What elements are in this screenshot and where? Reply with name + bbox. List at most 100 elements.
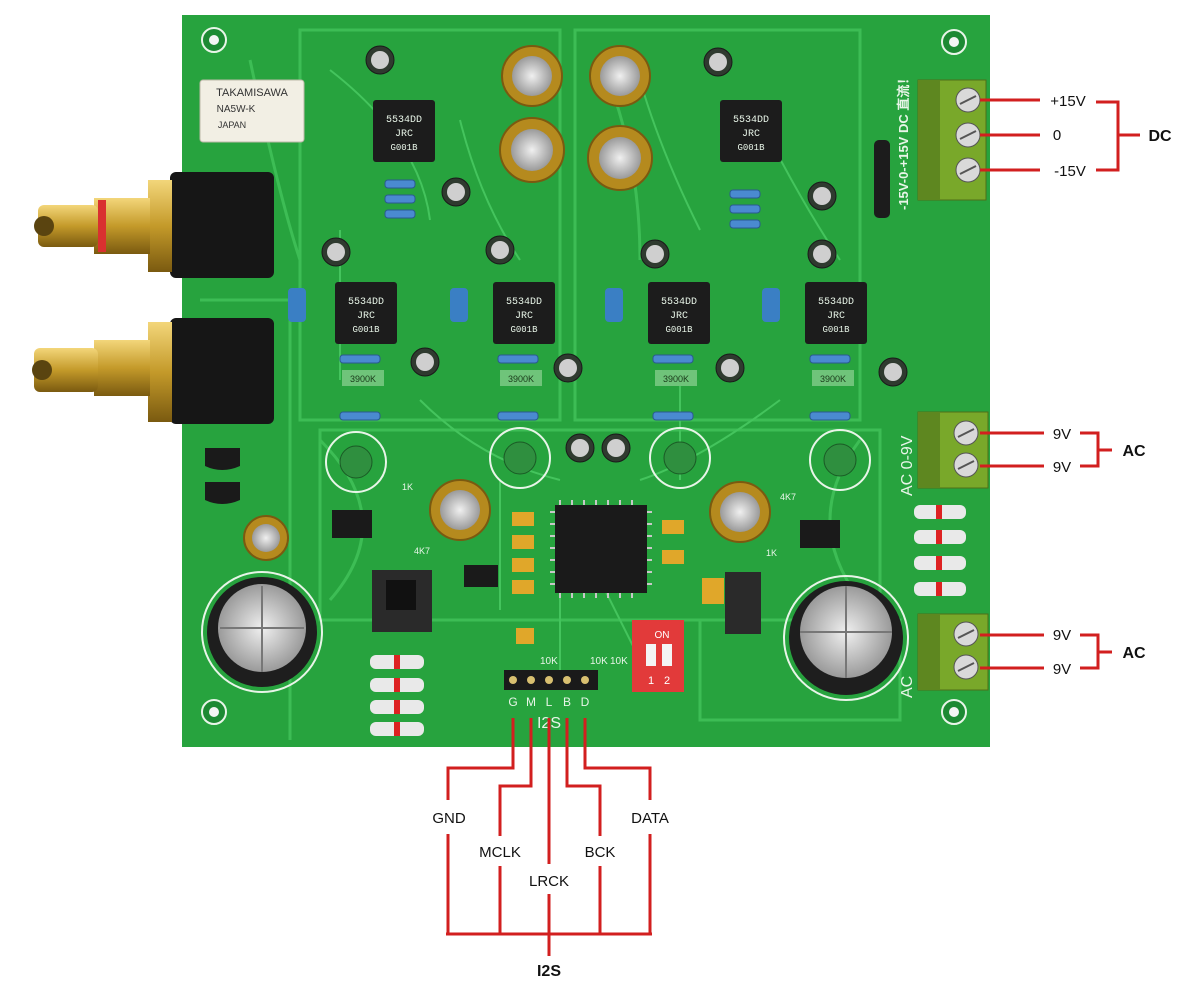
screw-terminal-icon bbox=[917, 613, 989, 691]
label-i2s-group: I2S bbox=[537, 963, 561, 980]
silk-ac2-label: AC bbox=[899, 676, 916, 698]
film-capacitors bbox=[288, 288, 780, 322]
opamp-u1-brand: JRC bbox=[395, 129, 413, 140]
opamp-u2: 5534DD JRC G001B bbox=[720, 100, 782, 162]
opamp-u6: 5534DD JRC G001B bbox=[805, 282, 867, 344]
decoupling-capacitors bbox=[325, 427, 871, 493]
callout-labels: +15V 0 -15V DC 9V 9V AC 9V 9V AC GND MCL… bbox=[432, 93, 1172, 980]
label-i2s-mclk: MCLK bbox=[479, 844, 521, 861]
opamp-u6-marking: 5534DD bbox=[818, 297, 854, 308]
resistor-block-2: 3900K bbox=[508, 374, 534, 384]
rca-jack-icon bbox=[34, 172, 274, 278]
silk-label-1k-right: 1K bbox=[766, 548, 777, 558]
opamp-u2-marking: 5534DD bbox=[733, 115, 769, 126]
wire-ac2-bracket bbox=[1080, 633, 1100, 670]
header-letter-m: M bbox=[526, 695, 536, 709]
opamp-chip-icon: 5534DD JRC G001B 5534DD JRC G001B 5534DD… bbox=[335, 100, 867, 344]
wire-i2s-bck bbox=[565, 718, 602, 836]
silk-label-10k-1: 10K bbox=[540, 656, 558, 667]
dip-switch-icon: ON 1 2 bbox=[632, 620, 684, 692]
capacitor-icon bbox=[243, 45, 771, 561]
dip-switch-pos-2: 2 bbox=[664, 675, 670, 687]
resistor-block-1: 3900K bbox=[350, 374, 376, 384]
pcb-board: TAKAMISAWA NA5W-K JAPAN 5534DD JRC bbox=[32, 15, 990, 747]
opamp-u2-code: G001B bbox=[737, 143, 765, 153]
i2s-header: G M L B D I2S bbox=[504, 670, 598, 732]
opamp-u3-marking: 5534DD bbox=[348, 297, 384, 308]
relay-model: NA5W-K bbox=[217, 104, 256, 115]
opamp-u3-code: G001B bbox=[352, 325, 380, 335]
dac-chip bbox=[550, 500, 652, 598]
opamp-u3: 5534DD JRC G001B bbox=[335, 282, 397, 344]
axial-resistors bbox=[339, 179, 851, 421]
opamp-u5: 5534DD JRC G001B bbox=[648, 282, 710, 344]
mounting-holes bbox=[201, 27, 967, 725]
soic-chips bbox=[332, 510, 840, 587]
filter-capacitors bbox=[201, 571, 909, 701]
opamp-u4-code: G001B bbox=[510, 325, 538, 335]
label-ac1-group: AC bbox=[1122, 443, 1146, 460]
header-letter-d: D bbox=[581, 695, 590, 709]
relay-icon: TAKAMISAWA NA5W-K JAPAN bbox=[199, 79, 305, 143]
label-dc-plus15v: +15V bbox=[1050, 93, 1085, 110]
dip-switch-pos-1: 1 bbox=[648, 675, 654, 687]
smd-capacitors bbox=[512, 512, 724, 644]
rca-jack-icon bbox=[32, 318, 274, 424]
silk-label-4k7-left: 4K7 bbox=[414, 546, 430, 556]
opamp-u4-marking: 5534DD bbox=[506, 297, 542, 308]
wire-i2s-gnd bbox=[446, 718, 515, 800]
wire-i2s-data bbox=[583, 718, 652, 800]
label-dc-group: DC bbox=[1148, 128, 1172, 145]
silk-resistor-labels: 1K 4K7 4K7 1K 10K 10K 10K bbox=[402, 482, 796, 667]
silk-label-1k-left: 1K bbox=[402, 482, 413, 492]
resistor-block-4: 3900K bbox=[820, 374, 846, 384]
opamp-u5-code: G001B bbox=[665, 325, 693, 335]
screw-terminal-icon bbox=[917, 411, 989, 489]
relay-brand: TAKAMISAWA bbox=[216, 87, 288, 99]
silk-ac-label: AC 0-9V bbox=[899, 435, 916, 496]
label-i2s-lrck: LRCK bbox=[529, 873, 569, 890]
silk-label-10k-2: 10K bbox=[590, 656, 608, 667]
callout-wires bbox=[446, 98, 1140, 956]
label-ac1-9v-top: 9V bbox=[1053, 426, 1071, 443]
label-dc-minus15v: -15V bbox=[1054, 163, 1086, 180]
label-i2s-gnd: GND bbox=[432, 810, 466, 827]
label-ac2-9v-bottom: 9V bbox=[1053, 661, 1071, 678]
opamp-u1: 5534DD JRC G001B bbox=[373, 100, 435, 162]
screw-terminal-icon bbox=[917, 79, 987, 201]
label-ac2-group: AC bbox=[1122, 645, 1146, 662]
rectifier-diodes bbox=[370, 140, 966, 736]
relay-origin: JAPAN bbox=[218, 120, 246, 130]
silk-label-4k7-right: 4K7 bbox=[780, 492, 796, 502]
transistors bbox=[205, 448, 240, 504]
silk-dc-label: -15V-0-+15V DC 直流！ bbox=[896, 72, 911, 210]
header-letter-b: B bbox=[563, 695, 571, 709]
label-i2s-data: DATA bbox=[631, 810, 669, 827]
dip-switch-label: ON bbox=[655, 630, 670, 641]
label-i2s-bck: BCK bbox=[585, 844, 616, 861]
wire-i2s-mclk bbox=[498, 718, 533, 836]
label-dc-0: 0 bbox=[1053, 127, 1061, 144]
opamp-u2-brand: JRC bbox=[742, 129, 760, 140]
header-letter-g: G bbox=[508, 695, 517, 709]
header-letter-l: L bbox=[546, 695, 553, 709]
silk-label-10k-3: 10K bbox=[610, 656, 628, 667]
opamp-u6-brand: JRC bbox=[827, 311, 845, 322]
opamp-u5-brand: JRC bbox=[670, 311, 688, 322]
opamp-u4: 5534DD JRC G001B bbox=[493, 282, 555, 344]
resistor-block-3: 3900K bbox=[663, 374, 689, 384]
voltage-regulators bbox=[372, 570, 761, 634]
wire-ac1-bracket bbox=[1080, 431, 1100, 468]
opamp-u1-code: G001B bbox=[390, 143, 418, 153]
label-ac2-9v-top: 9V bbox=[1053, 627, 1071, 644]
resistor-blocks: 3900K 3900K 3900K 3900K bbox=[342, 370, 854, 386]
label-ac1-9v-bottom: 9V bbox=[1053, 459, 1071, 476]
small-capacitors bbox=[321, 45, 908, 463]
opamp-u3-brand: JRC bbox=[357, 311, 375, 322]
wire-dc-bracket bbox=[1096, 100, 1120, 172]
opamp-u6-code: G001B bbox=[822, 325, 850, 335]
opamp-u4-brand: JRC bbox=[515, 311, 533, 322]
opamp-u1-marking: 5534DD bbox=[386, 115, 422, 126]
opamp-u5-marking: 5534DD bbox=[661, 297, 697, 308]
